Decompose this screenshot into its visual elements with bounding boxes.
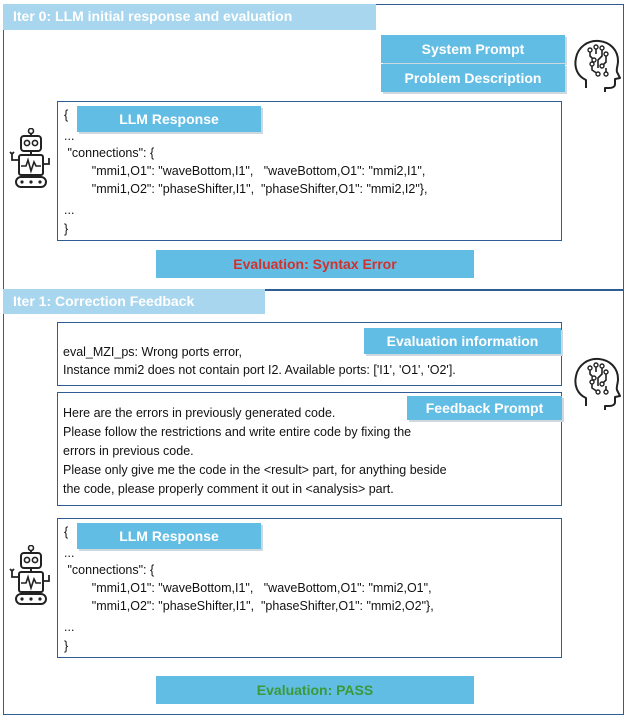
iter0-header: Iter 0: LLM initial response and evaluat… [3, 4, 376, 30]
iter0-code-line-3: "mmi1,O1": "waveBottom,I1", "waveBottom,… [64, 164, 426, 178]
iter1-code-line-3: "mmi1,O1": "waveBottom,I1", "waveBottom,… [64, 581, 432, 595]
eval-info-line-0: eval_MZI_ps: Wrong ports error, [63, 345, 243, 359]
iter1-code-line-1: ... [64, 546, 75, 560]
iter1-llm-response-tag: LLM Response [77, 523, 261, 549]
feedback-line-1: Please follow the restrictions and write… [63, 425, 412, 439]
system-prompt-tag: System Prompt [381, 35, 565, 63]
evaluation-information-tag: Evaluation information [364, 328, 561, 354]
iter0-code-line-0: { [64, 108, 69, 122]
iter0-code-line-1: ... [64, 129, 75, 143]
iter1-code-line-6: } [64, 639, 69, 653]
iter0-code-line-2: "connections": { [64, 146, 155, 160]
iter0-code-line-6: } [64, 222, 69, 236]
iter1-evaluation-badge: Evaluation: PASS [156, 676, 474, 704]
iter0-evaluation-badge: Evaluation: Syntax Error [156, 250, 474, 278]
feedback-line-4: the code, please properly comment it out… [63, 482, 394, 496]
iter0-code-line-5: ... [64, 203, 75, 217]
robot-icon [9, 128, 50, 188]
iter1-panel [3, 289, 624, 715]
problem-description-tag: Problem Description [381, 64, 565, 92]
feedback-line-2: errors in previous code. [63, 444, 194, 458]
iter1-code-line-4: "mmi1,O2": "phaseShifter,I1", "phaseShif… [64, 599, 434, 613]
iter0-code-line-4: "mmi1,O2": "phaseShifter,I1", "phaseShif… [64, 182, 428, 196]
iter1-header: Iter 1: Correction Feedback [3, 289, 265, 314]
eval-info-line-1: Instance mmi2 does not contain port I2. … [63, 363, 456, 377]
iter1-code-line-0: { [64, 525, 69, 539]
brain-circuit-icon [574, 357, 621, 410]
robot-icon [9, 545, 50, 605]
iter1-code-line-5: ... [64, 620, 75, 634]
feedback-prompt-tag: Feedback Prompt [407, 396, 562, 420]
brain-circuit-icon [574, 39, 621, 92]
iter0-llm-response-tag: LLM Response [77, 106, 261, 132]
feedback-line-3: Please only give me the code in the <res… [63, 463, 447, 477]
feedback-line-0: Here are the errors in previously genera… [63, 406, 336, 420]
iter1-code-line-2: "connections": { [64, 563, 155, 577]
